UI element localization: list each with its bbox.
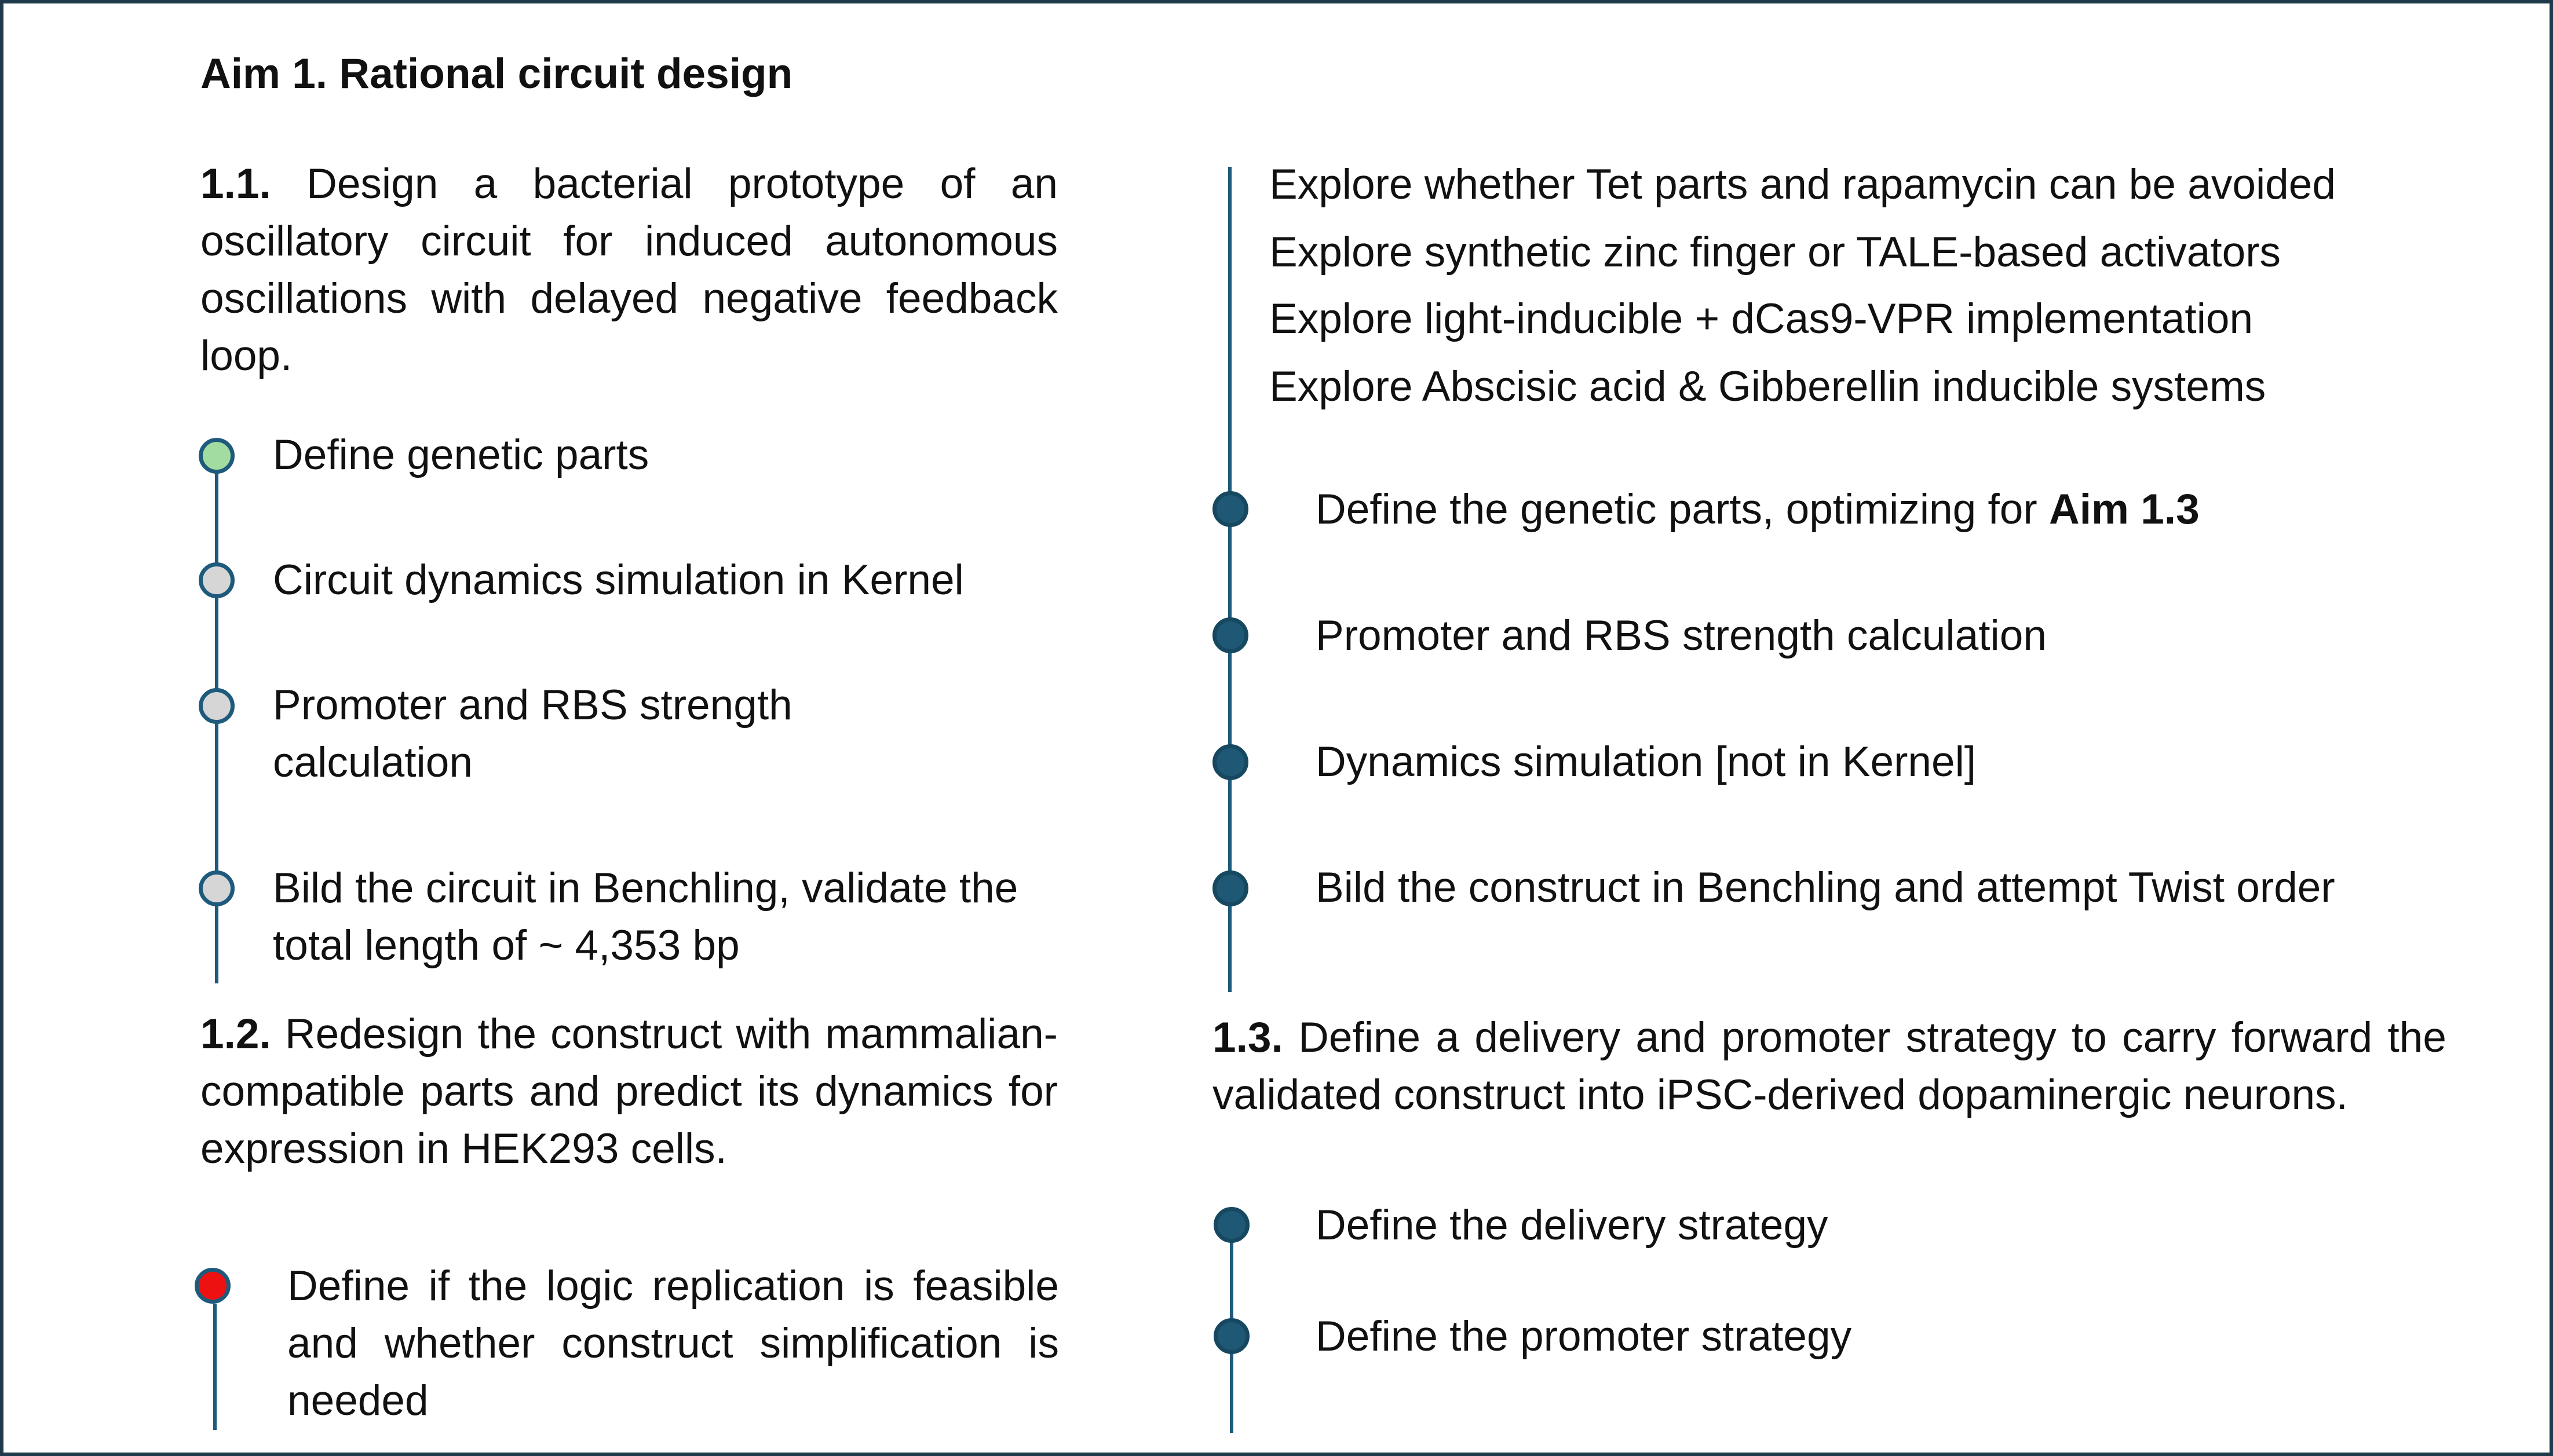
step-done-marker bbox=[199, 438, 235, 474]
aim-1-2-step-1: Define if the logic replication is feasi… bbox=[287, 1263, 1059, 1424]
aim-1-3-description: 1.3. Define a delivery and promoter stra… bbox=[1212, 1009, 2446, 1124]
explore-option-4: Explore Abscisic acid & Gibberellin indu… bbox=[1269, 363, 2266, 410]
aim-1-2-substep-3: Dynamics simulation [not in Kernel] bbox=[1316, 738, 1977, 785]
aim-1-3-step-1: Define the delivery strategy bbox=[1316, 1202, 1828, 1249]
step-pending-marker bbox=[199, 562, 235, 598]
aim-1-3-number: 1.3. bbox=[1212, 1014, 1283, 1061]
explore-option-2: Explore synthetic zinc finger or TALE-ba… bbox=[1269, 229, 2281, 276]
aim-1-1-step-3: Promoter and RBS strength calculation bbox=[273, 682, 792, 786]
aim-1-2-substep-4: Bild the construct in Benchling and atte… bbox=[1316, 864, 2335, 911]
step-pending-marker bbox=[199, 688, 235, 724]
aim-1-1-step-2: Circuit dynamics simulation in Kernel bbox=[273, 557, 964, 603]
aim-1-2-substep-1: Define the genetic parts, optimizing for… bbox=[1316, 481, 2200, 538]
step-planned-marker bbox=[1212, 744, 1248, 780]
aim-1-1-text: Design a bacterial prototype of an oscil… bbox=[200, 160, 1058, 379]
aim-1-2-text: Redesign the construct with mammalian-co… bbox=[200, 1011, 1058, 1172]
aim-1-2-description: 1.2. Redesign the construct with mammali… bbox=[200, 1005, 1058, 1177]
aim-1-2-left-timeline bbox=[213, 1304, 217, 1430]
step-planned-marker bbox=[1214, 1318, 1250, 1354]
aim-1-1-step-1: Define genetic parts bbox=[273, 431, 649, 478]
aim-1-2-right-timeline bbox=[1228, 167, 1232, 992]
step-planned-marker bbox=[1212, 617, 1248, 653]
page-title: Aim 1. Rational circuit design bbox=[200, 50, 793, 97]
step-planned-marker bbox=[1212, 491, 1248, 527]
step-planned-marker bbox=[1212, 870, 1248, 906]
aim-1-3-text: Define a delivery and promoter strategy … bbox=[1212, 1014, 2446, 1118]
step-blocked-marker bbox=[195, 1268, 231, 1304]
explore-option-1: Explore whether Tet parts and rapamycin … bbox=[1269, 161, 2336, 208]
aim-1-3-reference: Aim 1.3 bbox=[2049, 486, 2200, 533]
aim-1-1-description: 1.1. Design a bacterial prototype of an … bbox=[200, 155, 1058, 385]
explore-option-3: Explore light-inducible + dCas9-VPR impl… bbox=[1269, 295, 2253, 342]
aim-1-2-number: 1.2. bbox=[200, 1011, 271, 1058]
aim-1-1-number: 1.1. bbox=[200, 160, 271, 207]
step-planned-marker bbox=[1214, 1207, 1250, 1243]
aim-1-2-substep-2: Promoter and RBS strength calculation bbox=[1316, 612, 2047, 659]
step-pending-marker bbox=[199, 870, 235, 906]
aim-1-2-substep-1-text: Define the genetic parts, optimizing for bbox=[1316, 486, 2049, 533]
aim-1-3-step-2: Define the promoter strategy bbox=[1316, 1313, 1852, 1360]
aim-1-1-step-4: Bild the circuit in Benchling, validate … bbox=[273, 865, 1018, 969]
